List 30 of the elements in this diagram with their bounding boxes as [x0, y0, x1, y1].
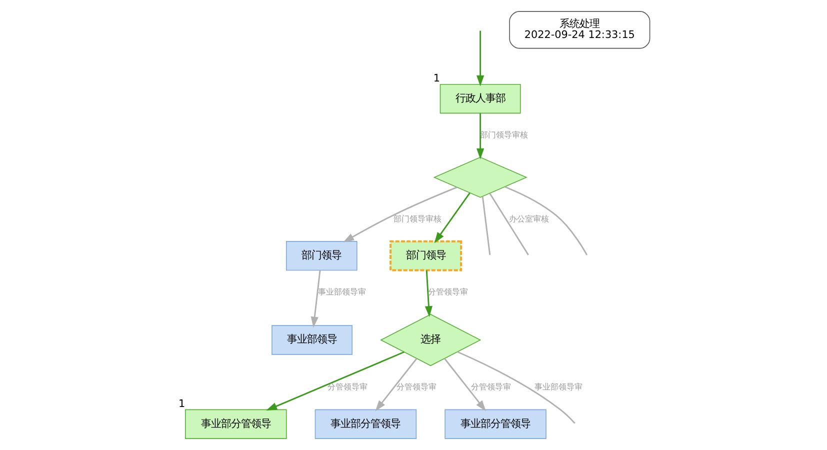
node-box: 部门领导	[389, 240, 462, 272]
arrow	[374, 358, 417, 412]
node-box: 事业部领导	[271, 325, 352, 355]
edge-label: 分管领导审	[327, 382, 368, 392]
node-box: 部门领导	[285, 241, 357, 271]
edge-label: 分管领导审	[396, 382, 436, 392]
node-box: 行政人事部	[439, 84, 520, 114]
edge-label: 部门领导审核	[392, 214, 441, 224]
edge-label: 事业部领导审	[534, 382, 582, 392]
connector	[456, 351, 575, 424]
node-box: 事业部分管领导	[444, 409, 546, 439]
node-label: 1	[178, 398, 185, 410]
connector	[504, 186, 587, 256]
connector	[488, 192, 528, 256]
node-label: 1	[432, 72, 440, 84]
arrow	[434, 192, 470, 244]
arrow	[476, 30, 484, 86]
arrow	[266, 351, 404, 411]
edge-label: 分管领导审	[470, 382, 511, 392]
connector	[481, 196, 490, 256]
edge-label: 办公室审核	[508, 214, 548, 224]
arrow	[310, 270, 320, 328]
node-box: 事业部分管领导	[314, 409, 416, 439]
node-diamond	[432, 156, 527, 198]
edge-label: 事业部领导审	[318, 287, 366, 296]
arrow	[443, 358, 486, 412]
node-box: 事业部分管领导	[184, 409, 286, 439]
node-box: 系统处理 2022-09-24 12:33:15	[508, 11, 650, 49]
arrow	[342, 186, 457, 242]
node-diamond: 选择	[380, 314, 481, 366]
